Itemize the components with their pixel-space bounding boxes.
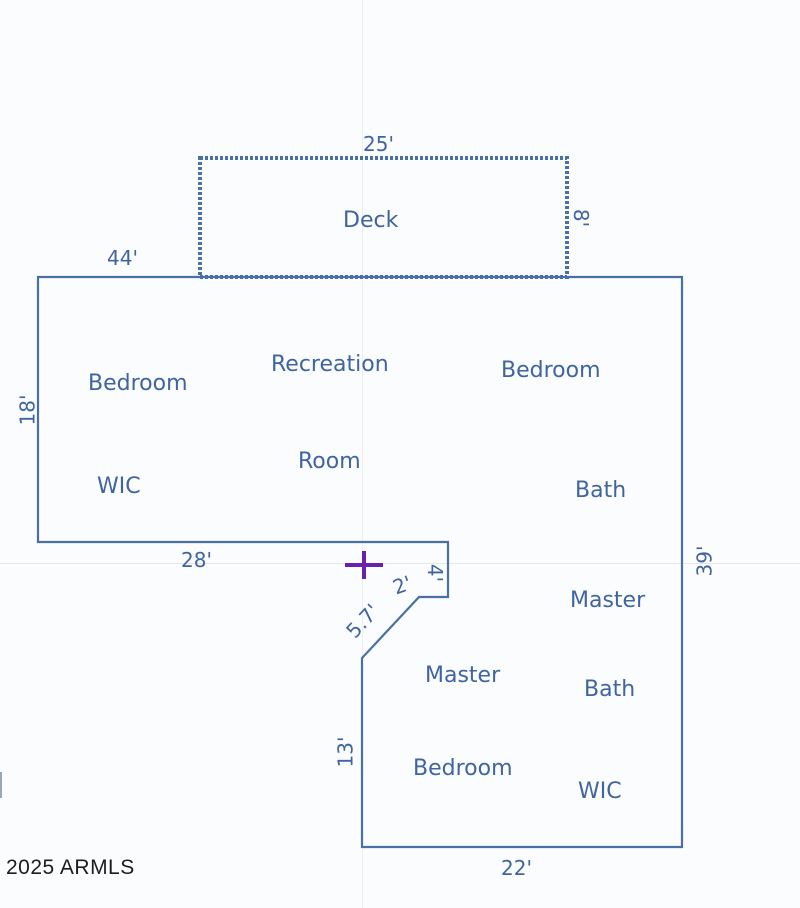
house-outline	[36, 275, 684, 849]
paper-crease-horizontal	[0, 563, 800, 564]
deck-depth-dimension: 8'	[569, 208, 594, 228]
upper-bottom-width-dimension: 28'	[181, 548, 212, 572]
room-label-wic-left: WIC	[97, 474, 141, 499]
upper-height-dimension: 18'	[15, 394, 40, 426]
room-label-bedroom-left: Bedroom	[88, 371, 188, 396]
upper-width-dimension: 44'	[107, 246, 138, 270]
deck-width-dimension: 25'	[363, 132, 394, 156]
lower-left-height-dimension: 13'	[333, 736, 358, 768]
crosshair-marker-icon	[345, 551, 383, 579]
deck-label: Deck	[343, 208, 399, 233]
right-height-dimension: 39'	[692, 545, 717, 577]
room-label-bath-right: Bath	[575, 478, 627, 503]
room-label-master-bath-line2: Bath	[584, 677, 636, 702]
deck-outline	[198, 156, 569, 279]
room-label-wic-master: WIC	[578, 779, 622, 804]
room-label-room: Room	[298, 449, 361, 474]
room-label-master-bath-line1: Master	[570, 588, 646, 613]
room-label-master-bedroom-line2: Bedroom	[413, 756, 513, 781]
room-label-bedroom-right: Bedroom	[501, 358, 601, 383]
room-label-master-bedroom-line1: Master	[425, 663, 501, 688]
notch-height-dimension: 4'	[423, 563, 448, 583]
room-label-recreation: Recreation	[271, 352, 389, 377]
lower-bottom-width-dimension: 22'	[501, 856, 532, 880]
copyright-watermark: 2025 ARMLS	[6, 856, 135, 879]
paper-crease-vertical	[362, 0, 363, 908]
edge-mark	[0, 772, 7, 798]
